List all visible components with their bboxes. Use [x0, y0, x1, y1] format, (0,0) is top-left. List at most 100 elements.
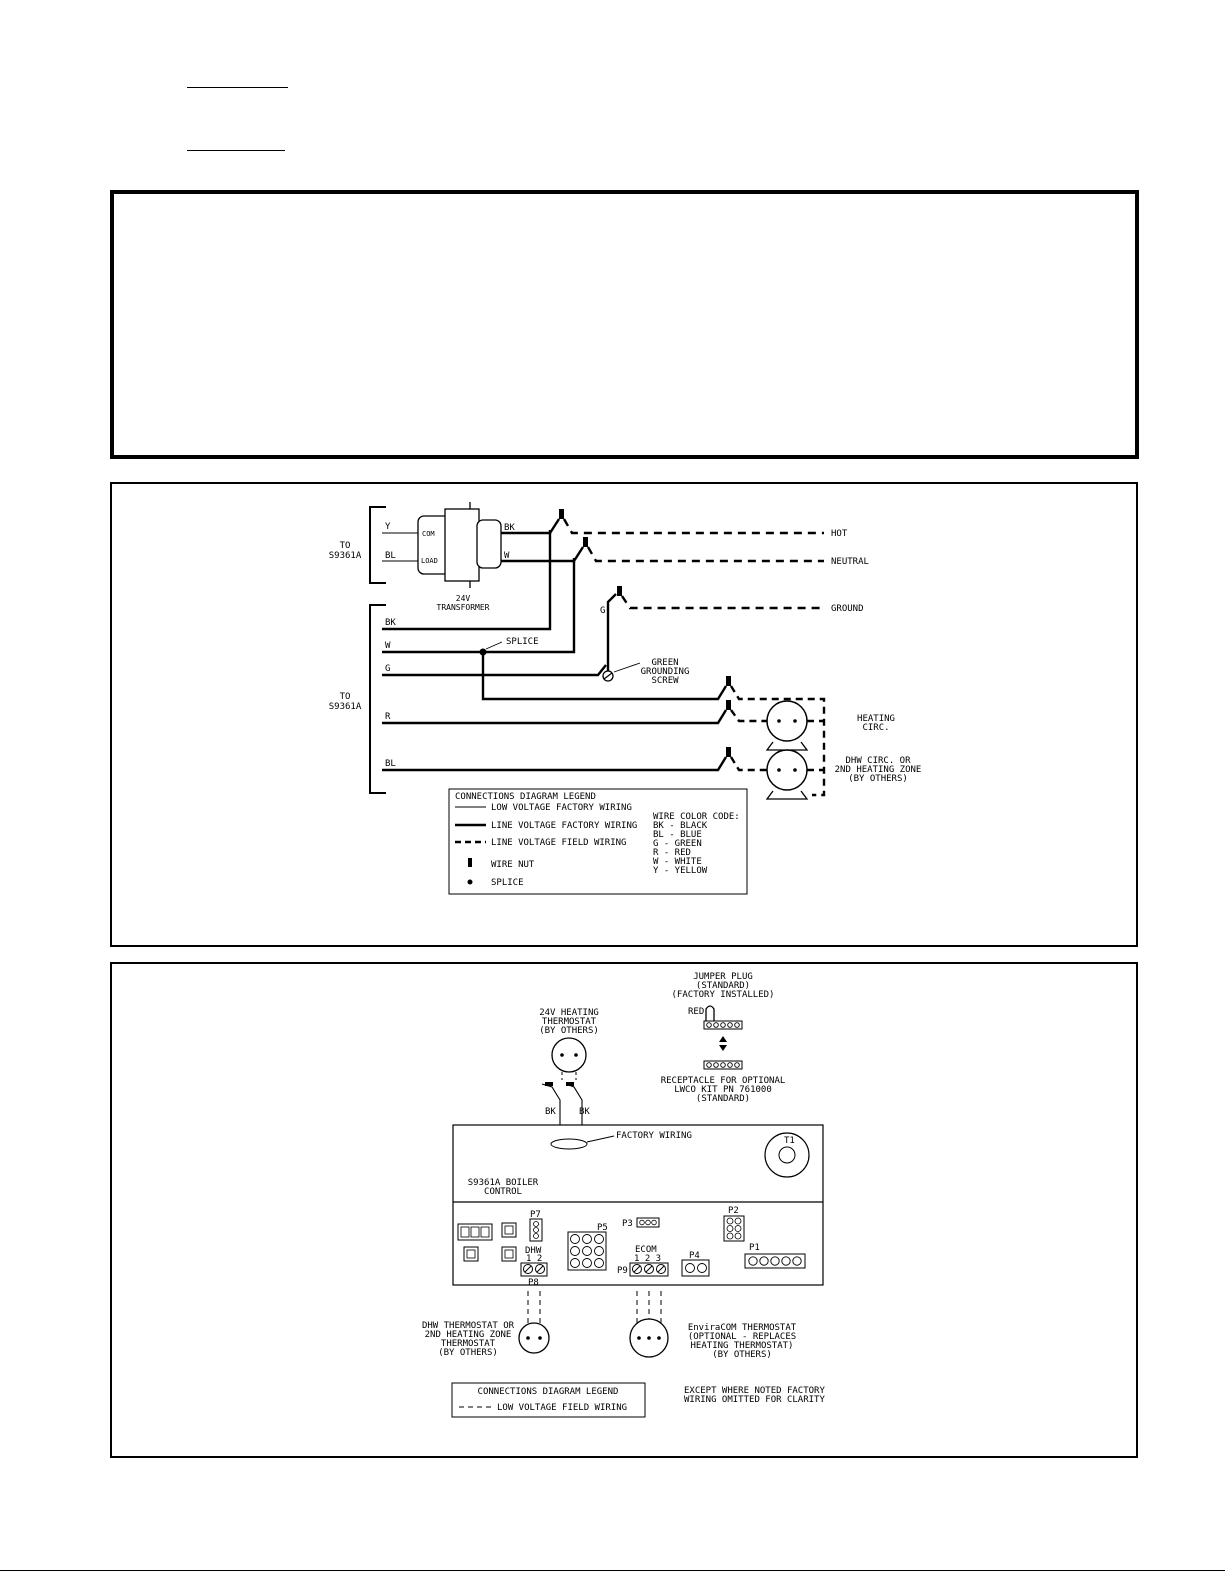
grounding-screw: [602, 662, 641, 682]
dhw-pins-label: 1 2: [526, 1254, 542, 1264]
dhw-circ-label-2: 2ND HEATING ZONE: [835, 765, 922, 775]
hot-label: HOT: [831, 529, 848, 539]
low-voltage-diagram: JUMPER PLUG (STANDARD) (FACTORY INSTALLE…: [422, 972, 825, 1418]
p5-connector: [567, 1231, 607, 1271]
p8-terminal: [520, 1262, 548, 1277]
wire-nut-circ-neutral: [726, 676, 731, 686]
wire-nut-neutral: [583, 537, 588, 547]
connections-legend-top: CONNECTIONS DIAGRAM LEGEND LOW VOLTAGE F…: [448, 788, 748, 895]
jumper-plug-label-1: JUMPER PLUG: [693, 972, 753, 982]
p1-connector: [744, 1253, 806, 1269]
enviracom-label-1: EnviraCOM THERMOSTAT: [688, 1323, 797, 1333]
dhw-label: DHW: [525, 1246, 542, 1256]
p4-label: P4: [689, 1251, 700, 1261]
p2-label: P2: [728, 1206, 739, 1216]
grounding-screw-label-1: GREEN: [651, 658, 678, 668]
boiler-control-label-1: S9361A BOILER: [468, 1178, 539, 1188]
note-line-2: WIRING OMITTED FOR CLARITY: [684, 1395, 825, 1405]
ground-label: GROUND: [831, 604, 864, 614]
receptacle-label-3: (STANDARD): [696, 1094, 750, 1104]
line-voltage-connections-panel: TO S9361A TO S9361A COM LOAD 24V TRANSFO…: [110, 482, 1138, 947]
dhw-thermostat-label-1: DHW THERMOSTAT OR: [422, 1321, 515, 1331]
p9-label: P9: [617, 1266, 628, 1276]
dhw-thermostat-label-3: THERMOSTAT: [441, 1339, 496, 1349]
dhw-thermostat-label-2: 2ND HEATING ZONE: [425, 1330, 512, 1340]
dhw-circ-label-3: (BY OTHERS): [848, 774, 908, 784]
heading-underline-1: [187, 87, 288, 88]
wire-nut-thermostat-1: [545, 1082, 553, 1086]
dhw-circulator: [765, 749, 809, 800]
heating-thermostat-label-3: (BY OTHERS): [539, 1026, 599, 1036]
grounding-screw-label-3: SCREW: [651, 676, 679, 686]
enviracom-label-4: (BY OTHERS): [712, 1350, 772, 1360]
square-connector-3: [501, 1246, 517, 1262]
legend-splice-icon: [467, 879, 473, 885]
grounding-screw-label-2: GROUNDING: [641, 667, 690, 677]
transformer-label-1: 24V: [456, 594, 471, 603]
boiler-control-label-2: CONTROL: [484, 1187, 522, 1197]
wire-nut-hot: [559, 509, 564, 519]
legend-line-voltage-field: LINE VOLTAGE FIELD WIRING: [491, 838, 626, 848]
transformer-com-label: COM: [422, 530, 435, 538]
arrow-down-icon: [719, 1045, 727, 1051]
wire-r-lower-label: R: [385, 712, 391, 722]
square-connector-2: [463, 1246, 479, 1262]
footer-rule: [0, 1570, 1225, 1571]
wire-nut-thermostat-2: [566, 1082, 574, 1086]
legend-wire-nut: WIRE NUT: [491, 860, 535, 870]
to-s9361a-lower-2: S9361A: [329, 702, 362, 712]
legend-top-title: CONNECTIONS DIAGRAM LEGEND: [455, 792, 596, 802]
wire-nut-ground: [617, 586, 622, 596]
wire-g-lower-label: G: [385, 664, 390, 674]
to-s9361a-upper-2: S9361A: [329, 551, 362, 561]
p8-label: P8: [528, 1278, 539, 1288]
legend-bottom-title: CONNECTIONS DIAGRAM LEGEND: [478, 1387, 619, 1397]
heading-underline-2: [187, 150, 285, 151]
legend-low-voltage-factory: LOW VOLTAGE FACTORY WIRING: [491, 803, 632, 813]
connections-legend-bottom: CONNECTIONS DIAGRAM LEGEND LOW VOLTAGE F…: [451, 1382, 646, 1418]
splice-dot: [479, 648, 487, 656]
heating-circulator: [765, 700, 809, 751]
legend-color-code-5: W - WHITE: [653, 857, 702, 867]
enviracom-label-2: (OPTIONAL - REPLACES: [688, 1332, 796, 1342]
splice-label: SPLICE: [506, 637, 539, 647]
wire-y-label: Y: [385, 522, 391, 532]
dhw-thermostat-label-4: (BY OTHERS): [438, 1348, 498, 1358]
legend-line-voltage-factory: LINE VOLTAGE FACTORY WIRING: [491, 821, 637, 831]
p5-label: P5: [597, 1223, 608, 1233]
wire-nut-dhw-circ: [726, 747, 731, 757]
jumper-plug: [703, 1005, 743, 1030]
bk-right-label: BK: [579, 1107, 590, 1117]
factory-wiring-label: FACTORY WIRING: [616, 1131, 692, 1141]
ecom-pins-label: 1 2 3: [634, 1254, 661, 1264]
legend-color-code-1: BK - BLACK: [653, 821, 708, 831]
neutral-label: NEUTRAL: [831, 557, 869, 567]
note-line-1: EXCEPT WHERE NOTED FACTORY: [684, 1386, 825, 1396]
legend-wire-nut-icon: [468, 858, 472, 867]
to-s9361a-lower-1: TO: [340, 692, 351, 702]
heating-thermostat-label-2: THERMOSTAT: [542, 1017, 597, 1027]
dhw-circ-label-1: DHW CIRC. OR: [845, 756, 911, 766]
receptacle-label-2: LWCO KIT PN 761000: [674, 1085, 772, 1095]
transformer-label-2: TRANSFORMER: [437, 603, 490, 612]
legend-color-code-4: R - RED: [653, 848, 691, 858]
p9-terminal: [629, 1262, 669, 1277]
transformer: COM LOAD 24V TRANSFORMER: [417, 502, 502, 612]
legend-splice: SPLICE: [491, 878, 524, 888]
bk-left-label: BK: [545, 1107, 556, 1117]
p4-connector: [681, 1259, 710, 1277]
note-box: [110, 190, 1139, 459]
t1-label: T1: [784, 1136, 795, 1146]
p1-label: P1: [749, 1243, 760, 1253]
wire-nut-heating-circ: [726, 700, 731, 710]
legend-color-code-3: G - GREEN: [653, 839, 702, 849]
enviracom-label-3: HEATING THERMOSTAT): [691, 1341, 794, 1351]
legend-color-code-2: BL - BLUE: [653, 830, 702, 840]
heating-circ-label-2: CIRC.: [862, 723, 889, 733]
legend-color-code-6: Y - YELLOW: [653, 866, 708, 876]
arrow-up-icon: [719, 1036, 727, 1042]
legend-low-voltage-field: LOW VOLTAGE FIELD WIRING: [497, 1403, 627, 1413]
legend-color-code-title: WIRE COLOR CODE:: [653, 812, 740, 822]
receptacle-label-1: RECEPTACLE FOR OPTIONAL: [661, 1076, 786, 1086]
wire-bl-lower-label: BL: [385, 759, 396, 769]
